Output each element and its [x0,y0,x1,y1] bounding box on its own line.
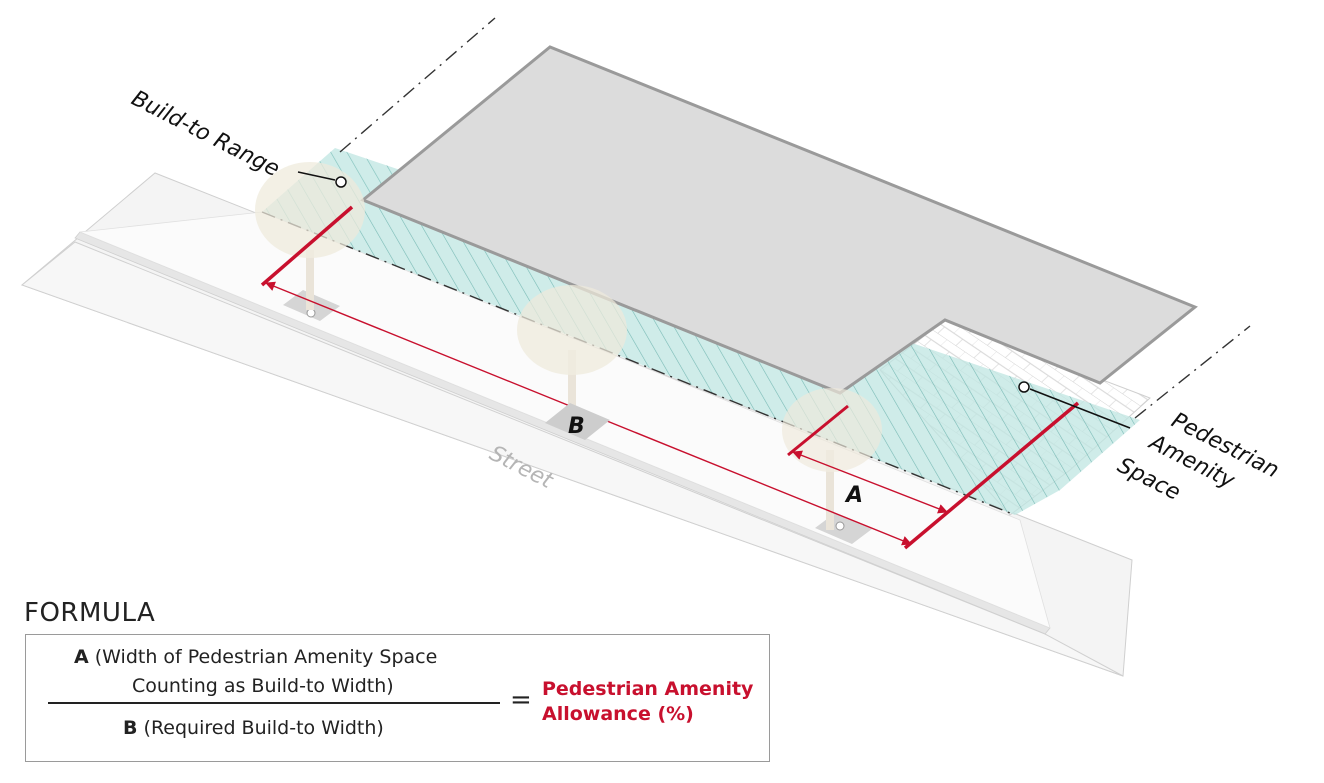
dimension-b-label: B [568,414,585,439]
build-to-range-label: Build-to Range [127,86,283,182]
numerator-text-line1: (Width of Pedestrian Amenity Space [94,646,438,668]
equals-sign: = [510,685,532,715]
end-tick [903,401,1080,550]
dimension-a-line [792,450,948,514]
denominator-text: (Required Build-to Width) [143,717,384,739]
formula-denominator: B (Required Build-to Width) [123,717,384,739]
pedestrian-amenity-label: Pedestrian Amenity Space [1113,408,1283,506]
formula-title: FORMULA [24,598,156,628]
fraction-bar [48,702,500,704]
denominator-variable: B [123,717,138,739]
build-to-range-leader-dot [335,176,347,188]
formula-numerator: A (Width of Pedestrian Amenity Space [74,646,437,668]
dimension-b-marker: B [545,403,610,440]
b-start-tick [260,205,354,287]
formula-result: Pedestrian Amenity Allowance (%) [542,677,753,727]
result-line2: Allowance (%) [542,703,694,725]
numerator-text-line2: Counting as Build-to Width) [132,675,394,697]
leaders [297,171,1131,429]
dimension-a-label: A [844,483,863,508]
numerator-variable: A [74,646,89,668]
result-line1: Pedestrian Amenity [542,678,754,700]
amenity-leader-dot [1018,381,1030,393]
formula-box: A (Width of Pedestrian Amenity Space Cou… [25,634,770,762]
